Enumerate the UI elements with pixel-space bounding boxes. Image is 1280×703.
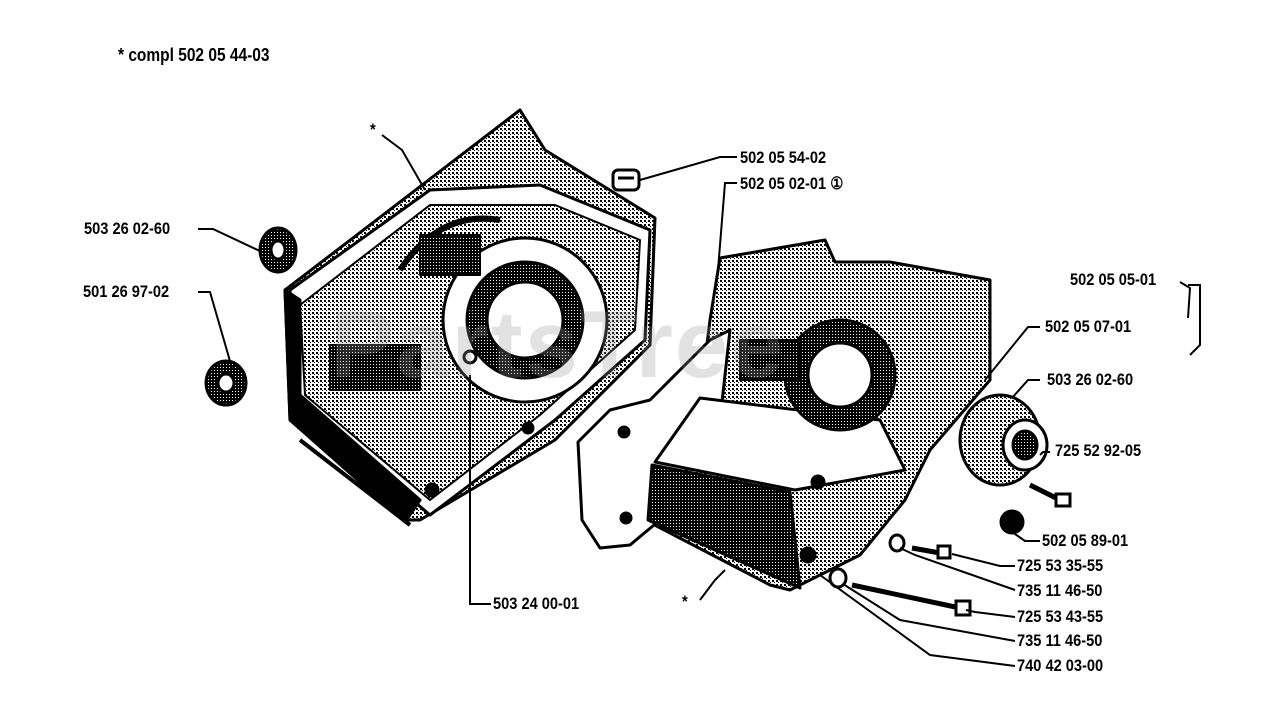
callout-503-26-02-60-right: 503 26 02-60 (1047, 370, 1134, 389)
callout-502-05-54-02: 502 05 54-02 (740, 148, 827, 167)
callout-503-26-02-60-left: 503 26 02-60 (84, 219, 171, 238)
asterisk-marker-bottom: * (682, 592, 688, 611)
callout-502-05-07-01: 502 05 07-01 (1045, 317, 1132, 336)
bearing-housing-right (958, 393, 1049, 487)
callout-725-53-35-55: 725 53 35-55 (1017, 556, 1104, 575)
callout-735-11-46-50-a: 735 11 46-50 (1017, 581, 1103, 600)
callout-501-26-97-02: 501 26 97-02 (83, 282, 170, 301)
callout-735-11-46-50-b: 735 11 46-50 (1017, 631, 1103, 650)
assembly-header: * compl 502 05 44-03 (118, 45, 270, 65)
callout-502-05-05-01: 502 05 05-01 (1070, 270, 1157, 289)
screw-right (1028, 482, 1072, 508)
callout-502-05-89-01: 502 05 89-01 (1042, 531, 1129, 550)
plug-round-right (999, 509, 1025, 535)
callout-725-53-43-55: 725 53 43-55 (1017, 607, 1104, 626)
callout-502-05-02-01: 502 05 02-01 ① (740, 174, 844, 193)
right-crankcase-half (576, 238, 992, 592)
plug-top (611, 168, 641, 192)
seal-left-bottom (204, 359, 248, 407)
leader-lines (198, 134, 1201, 667)
callout-503-24-00-01: 503 24 00-01 (493, 594, 580, 613)
watermark: PartsTree (330, 291, 786, 398)
bolt-short (888, 533, 952, 560)
callout-725-52-92-05: 725 52 92-05 (1055, 441, 1142, 460)
bearing-left-top (258, 226, 298, 274)
callout-740-42-03-00: 740 42 03-00 (1017, 656, 1104, 675)
bolt-long (828, 567, 972, 617)
left-crankcase-half (283, 108, 657, 527)
asterisk-marker-top: * (370, 120, 376, 139)
